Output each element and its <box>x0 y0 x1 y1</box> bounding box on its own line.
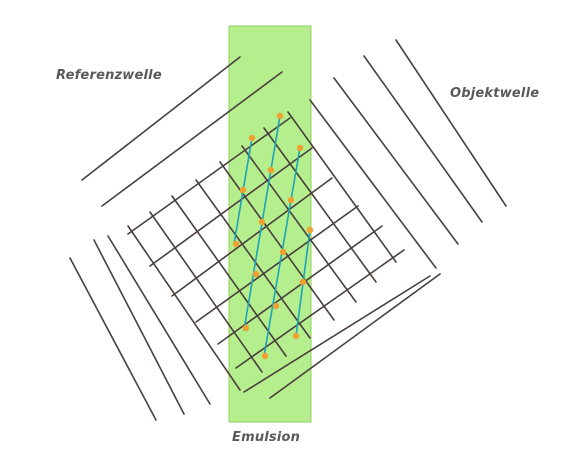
intersection-point <box>296 144 304 152</box>
intersection-point <box>261 352 269 360</box>
object-wave-line <box>171 195 287 357</box>
reference-wave-line <box>171 177 333 297</box>
emulsion-label: Emulsion <box>232 430 301 445</box>
object-wave-line <box>107 235 211 405</box>
intersection-point <box>258 218 266 226</box>
intersection-point <box>306 226 314 234</box>
intersection-point <box>287 196 295 204</box>
object-wave-label: Objektwelle <box>450 86 540 101</box>
object-wave-line <box>149 211 263 373</box>
reference-wave-line <box>243 275 431 393</box>
object-wave-line <box>195 179 311 339</box>
reference-wave-line <box>195 205 359 323</box>
reference-wave-line <box>81 56 241 181</box>
object-wave-line <box>287 111 397 263</box>
intersection-point <box>299 278 307 286</box>
reference-wave-line <box>101 71 283 207</box>
object-wave-line <box>69 257 157 421</box>
reference-wave-line <box>269 273 441 399</box>
reference-wave-label: Referenzwelle <box>56 68 162 83</box>
intersection-point <box>242 324 250 332</box>
object-wave-line <box>333 77 459 245</box>
intersection-point <box>232 240 240 248</box>
object-wavefronts <box>69 39 507 421</box>
object-wave-line <box>309 99 437 269</box>
object-wave-line <box>219 161 335 321</box>
intersection-point <box>248 134 256 142</box>
object-wave-line <box>263 127 377 283</box>
object-wave-line <box>395 39 507 207</box>
intersection-point <box>279 248 287 256</box>
reference-wave-line <box>149 147 313 267</box>
intersection-point <box>252 270 260 278</box>
object-wave-line <box>363 55 483 223</box>
intersection-point <box>239 186 247 194</box>
intersection-point <box>267 166 275 174</box>
object-wave-line <box>241 145 357 303</box>
intersection-point <box>292 332 300 340</box>
intersection-point <box>276 112 284 120</box>
reference-wave-line <box>235 249 405 369</box>
object-wave-line <box>93 239 185 415</box>
intersection-point <box>272 302 280 310</box>
object-wave-line <box>127 225 241 391</box>
reference-wavefronts <box>81 56 441 399</box>
intersection-points <box>232 112 314 360</box>
reference-wave-line <box>127 117 291 235</box>
